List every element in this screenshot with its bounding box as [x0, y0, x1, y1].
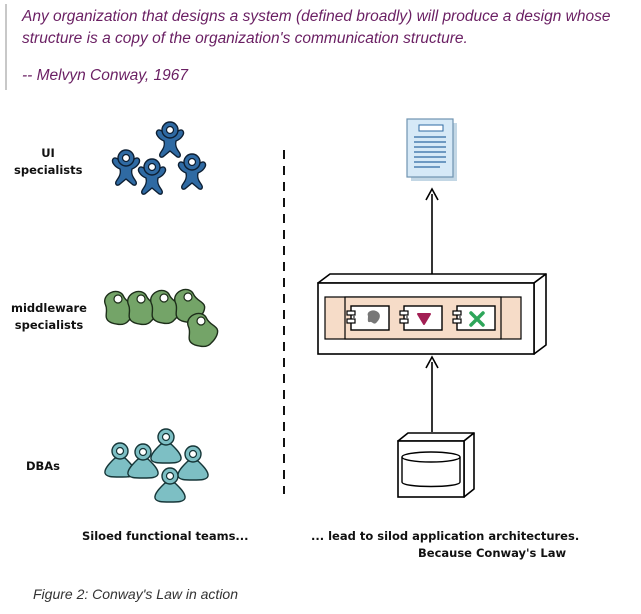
ui-specialist-icon — [177, 153, 207, 190]
application-node — [317, 273, 547, 355]
arrow-to-document — [425, 187, 439, 274]
caption-right-line1: ... lead to silod application architectu… — [311, 529, 580, 543]
ui-specialist-icon — [155, 121, 185, 158]
dba-team-group — [104, 428, 209, 503]
team-label-dbas: DBAs — [25, 459, 61, 473]
database-icon — [401, 451, 461, 488]
blob-shape-icon — [367, 310, 380, 324]
team-label-ui: UI specialists — [14, 146, 83, 177]
caption-right-line2: Because Conway's Law — [418, 546, 567, 560]
document-icon — [406, 118, 457, 181]
quote-bar — [5, 4, 7, 90]
ui-specialist-icon — [137, 158, 167, 195]
team-label-middleware: middleware specialists — [11, 301, 87, 332]
arrow-to-application — [425, 355, 439, 432]
dba-icon — [150, 428, 182, 464]
conway-quote: Any organization that designs a system (… — [22, 8, 611, 47]
ui-specialist-icon — [111, 149, 141, 186]
x-shape-icon — [469, 311, 485, 327]
caption-left: Siloed functional teams... — [82, 529, 249, 543]
ui-team-group — [111, 121, 207, 195]
heart-shape-icon — [417, 313, 431, 325]
figure-caption: Figure 2: Conway's Law in action — [33, 586, 238, 602]
middleware-team-group — [96, 283, 223, 353]
quote-author: -- Melvyn Conway, 1967 — [22, 67, 188, 84]
database-node — [397, 432, 475, 498]
dba-icon — [177, 445, 209, 481]
